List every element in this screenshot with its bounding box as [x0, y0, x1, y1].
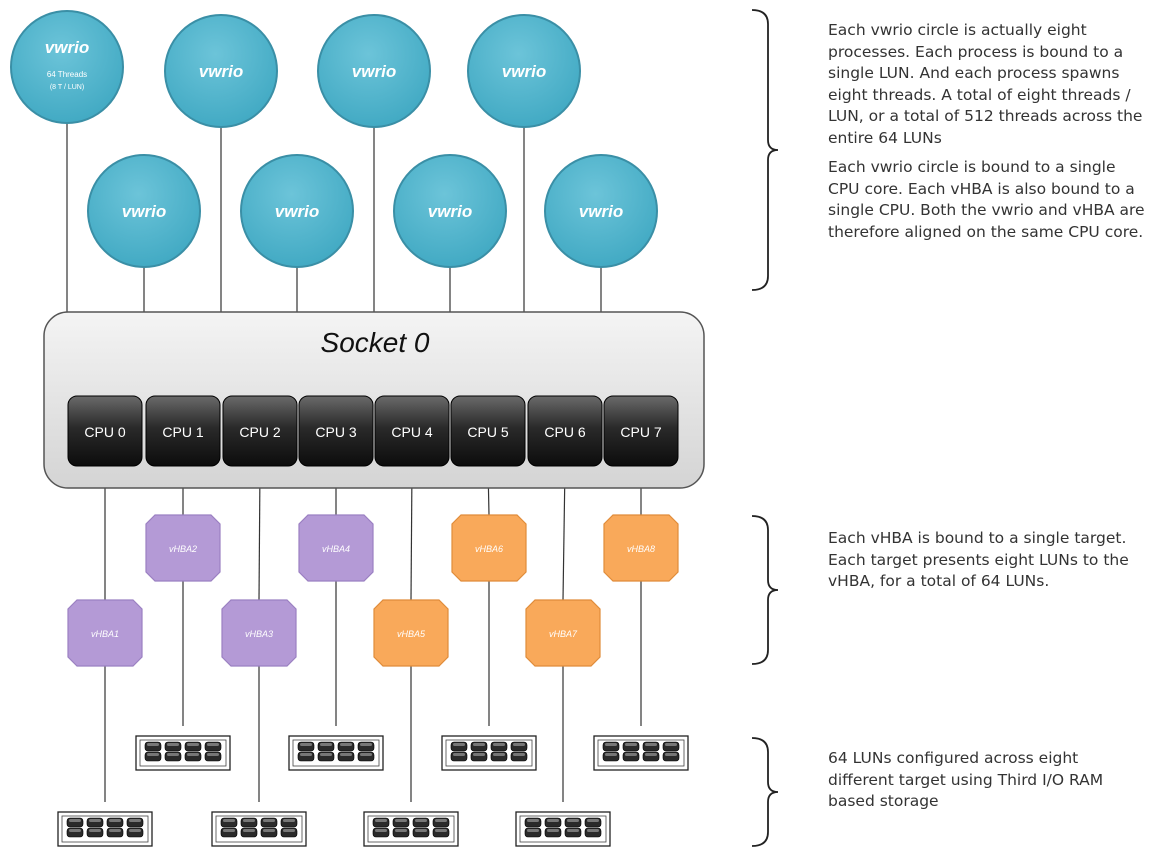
- vhba-label: vHBA6: [475, 544, 503, 554]
- vhba-label: vHBA7: [549, 629, 578, 639]
- cpu-core-label: CPU 4: [391, 424, 432, 440]
- lun-storage-array: [288, 735, 384, 771]
- curly-brace: [751, 737, 779, 847]
- vwrio-process-circle: [544, 154, 658, 268]
- vwrio-label: vwrio: [122, 202, 166, 221]
- vhba-label: vHBA2: [169, 544, 197, 554]
- vhba-label: vHBA5: [397, 629, 426, 639]
- cpu-core-box: [450, 395, 526, 467]
- lun-storage-array: [57, 811, 153, 847]
- vwrio-label: vwrio: [199, 62, 243, 81]
- vwrio-label: vwrio: [579, 202, 623, 221]
- luns-annotation: 64 LUNs configured across eight differen…: [828, 749, 1104, 810]
- cpu-core-box: [374, 395, 450, 467]
- vhba-adapter-box: [603, 514, 679, 582]
- vhba-label: vHBA1: [91, 629, 119, 639]
- cpu-core-label: CPU 2: [239, 424, 280, 440]
- vwrio-process-circle: [393, 154, 507, 268]
- curly-brace: [751, 9, 779, 291]
- cpu-core-box: [298, 395, 374, 467]
- lun-storage-array: [515, 811, 611, 847]
- vhba-label: vHBA3: [245, 629, 273, 639]
- vwrio-process-circle: [164, 14, 278, 128]
- vhba-label: vHBA8: [627, 544, 655, 554]
- cpu-core-box: [222, 395, 298, 467]
- vhba-adapter-box: [298, 514, 374, 582]
- cpu-core-box: [527, 395, 603, 467]
- vhba-annotation: Each vHBA is bound to a single target. E…: [828, 529, 1129, 590]
- cpu-core-box: [67, 395, 143, 467]
- architecture-diagram: Socket 0 CPU 0 CPU 1 CPU 2 CPU 3 CPU 4 CPU 5 C…: [10, 9, 779, 847]
- processes-annotation-text-1: Each vwrio circle is actually eight proc…: [828, 21, 1143, 147]
- cpu-core-label: CPU 0: [84, 424, 125, 440]
- cpu-core-box: [603, 395, 679, 467]
- annotation-braces: [751, 9, 779, 847]
- vhba-adapter-box: [67, 599, 143, 667]
- processes-annotation: Each vwrio circle is actually eight proc…: [828, 20, 1148, 251]
- vwrio-process-circle: [10, 10, 124, 124]
- vwrio-label: vwrio: [275, 202, 319, 221]
- socket-label: Socket 0: [321, 327, 430, 358]
- cpu-core-label: CPU 5: [467, 424, 508, 440]
- vwrio-label: vwrio: [352, 62, 396, 81]
- processes-annotation-text-2: Each vwrio circle is bound to a single C…: [828, 158, 1145, 241]
- cpu-core-label: CPU 1: [162, 424, 203, 440]
- vwrio-thread-count: 64 Threads: [47, 70, 87, 79]
- lun-storage-array: [593, 735, 689, 771]
- vwrio-label: vwrio: [45, 38, 89, 57]
- vwrio-process-circle: [317, 14, 431, 128]
- curly-brace: [751, 515, 779, 665]
- vhba-adapter-box: [221, 599, 297, 667]
- lun-storage-array: [211, 811, 307, 847]
- vhba-adapter-box: [373, 599, 449, 667]
- cpu-core-label: CPU 7: [620, 424, 661, 440]
- cpu-core-label: CPU 6: [544, 424, 585, 440]
- vhba-adapter-box: [451, 514, 527, 582]
- vwrio-process-circle: [240, 154, 354, 268]
- lun-storage-array: [363, 811, 459, 847]
- vwrio-label: vwrio: [502, 62, 546, 81]
- vhba-adapter-box: [525, 599, 601, 667]
- cpu-core-label: CPU 3: [315, 424, 356, 440]
- lun-storage-array: [135, 735, 231, 771]
- vwrio-thread-ratio: (8 T / LUN): [50, 84, 84, 91]
- lun-storage-array: [441, 735, 537, 771]
- vhba-adapter-box: [145, 514, 221, 582]
- vhba-label: vHBA4: [322, 544, 350, 554]
- vwrio-label: vwrio: [428, 202, 472, 221]
- vwrio-process-circle: [87, 154, 201, 268]
- vwrio-process-circle: [467, 14, 581, 128]
- cpu-core-box: [145, 395, 221, 467]
